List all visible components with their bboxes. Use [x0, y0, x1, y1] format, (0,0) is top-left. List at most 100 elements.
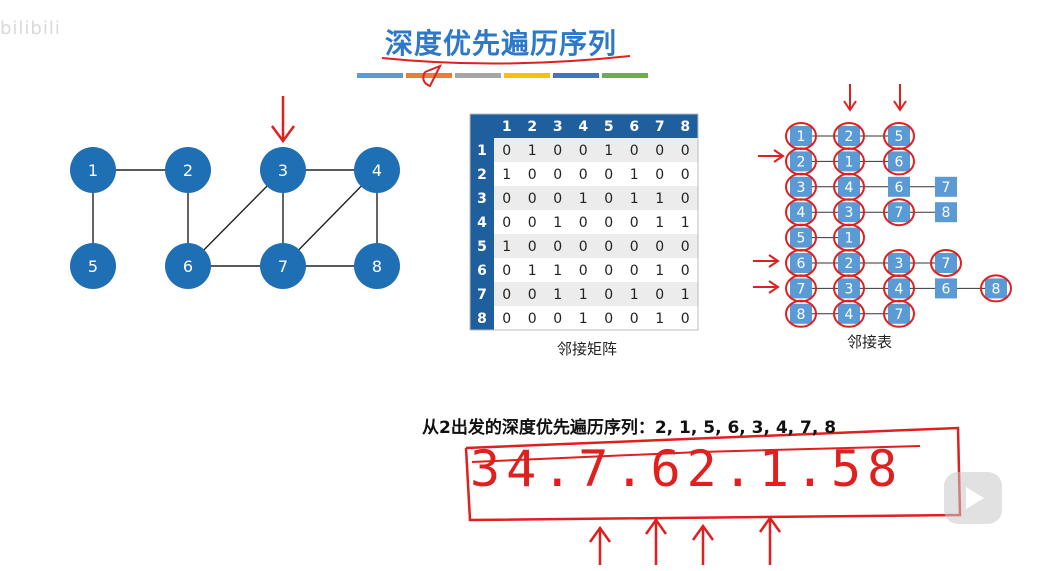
- list-node-label: 2: [845, 256, 854, 272]
- matrix-cell: 0: [681, 311, 690, 327]
- annotation-line: [471, 445, 921, 463]
- list-node: [888, 126, 910, 146]
- adjlist-caption: 邻接表: [847, 333, 893, 351]
- matrix-rowheader-bg: [470, 114, 494, 330]
- matrix-row-header: 5: [477, 239, 487, 255]
- matrix-cell: 1: [681, 215, 690, 231]
- matrix-row-header: 1: [477, 143, 487, 159]
- matrix-cell: 0: [604, 287, 613, 303]
- annotation-circle: [883, 147, 915, 176]
- matrix-row: [494, 210, 698, 234]
- list-node: [935, 202, 957, 223]
- color-bar-segment: [504, 73, 550, 78]
- matrix-cell: 0: [630, 215, 639, 231]
- list-node: [838, 253, 860, 273]
- arrow-icon: [588, 525, 612, 565]
- list-node-label: 6: [942, 281, 951, 297]
- arrow-icon: [753, 280, 780, 294]
- matrix-cell: 1: [502, 239, 511, 255]
- matrix-cell: 0: [655, 239, 664, 255]
- arrow-icon: [843, 84, 857, 112]
- list-node: [838, 303, 860, 324]
- matrix-row-header: 2: [477, 167, 487, 183]
- matrix-cell: 1: [528, 263, 537, 279]
- sequence-text: 从2出发的深度优先遍历序列：2, 1, 5, 6, 3, 4, 7, 8: [422, 418, 837, 438]
- matrix-cell: 0: [502, 215, 511, 231]
- annotation-circle: [833, 299, 865, 328]
- list-node: [888, 176, 910, 197]
- matrix-caption: 邻接矩阵: [557, 340, 618, 358]
- matrix-cell: 1: [604, 143, 613, 159]
- list-node: [838, 176, 860, 197]
- matrix-cell: 0: [502, 311, 511, 327]
- matrix-row: [494, 162, 698, 186]
- play-button-icon[interactable]: [944, 472, 1002, 524]
- matrix-cell: 0: [655, 167, 664, 183]
- list-node-label: 4: [845, 180, 854, 196]
- matrix-cell: 0: [604, 263, 613, 279]
- matrix-cell: 0: [553, 239, 562, 255]
- matrix-cell: 0: [502, 287, 511, 303]
- annotation-underline: [381, 55, 631, 88]
- graph-node: [260, 243, 306, 289]
- matrix-cell: 1: [630, 191, 639, 207]
- matrix-col-header: 1: [502, 119, 512, 135]
- list-node: [838, 202, 860, 223]
- list-node: [790, 253, 812, 273]
- color-bar-segment: [553, 73, 599, 78]
- matrix-cell: 0: [630, 143, 639, 159]
- list-node: [838, 126, 860, 146]
- matrix-cell: 0: [553, 311, 562, 327]
- list-node-label: 5: [797, 231, 806, 247]
- matrix-cell: 0: [579, 215, 588, 231]
- list-node: [790, 303, 812, 324]
- list-node-label: 3: [895, 256, 904, 272]
- graph-node-label: 6: [183, 257, 193, 276]
- list-node-label: 2: [797, 154, 806, 170]
- graph-node: [260, 147, 306, 193]
- page-title: 深度优先遍历序列: [385, 27, 618, 60]
- list-node: [888, 278, 910, 299]
- matrix-cell: 0: [604, 311, 613, 327]
- matrix-cell: 0: [604, 191, 613, 207]
- list-node-label: 5: [895, 129, 904, 145]
- color-bar-segment: [406, 73, 452, 78]
- matrix-cell: 0: [655, 143, 664, 159]
- arrow-icon: [691, 523, 715, 565]
- list-node: [790, 176, 812, 197]
- list-node-label: 3: [797, 180, 806, 196]
- matrix-cell: 1: [655, 263, 664, 279]
- graph-node: [165, 147, 211, 193]
- matrix-cell: 0: [604, 215, 613, 231]
- matrix-col-header: 6: [629, 119, 639, 135]
- matrix-cell: 0: [681, 143, 690, 159]
- matrix-cell: 1: [502, 167, 511, 183]
- matrix-row-header: 4: [477, 215, 487, 231]
- matrix-cell: 1: [630, 287, 639, 303]
- graph-node: [165, 243, 211, 289]
- matrix-row-header: 6: [477, 263, 487, 279]
- matrix-cell: 0: [579, 263, 588, 279]
- color-bar-segment: [455, 73, 501, 78]
- list-node: [838, 278, 860, 299]
- arrow-icon: [270, 96, 296, 144]
- matrix-cell: 0: [528, 167, 537, 183]
- list-node-label: 7: [895, 205, 904, 221]
- list-node-label: 6: [895, 180, 904, 196]
- matrix-cell: 0: [553, 167, 562, 183]
- list-node: [985, 278, 1007, 299]
- list-node-label: 8: [797, 307, 806, 323]
- matrix-cell: 0: [630, 311, 639, 327]
- matrix-cell: 0: [604, 167, 613, 183]
- matrix-row: [494, 306, 698, 330]
- color-bar-segment: [357, 73, 403, 78]
- graph-node-label: 4: [372, 161, 382, 180]
- watermark: bilibili: [0, 18, 61, 39]
- annotation-circle: [980, 274, 1012, 303]
- matrix-cell: 0: [604, 239, 613, 255]
- matrix-cell: 1: [553, 263, 562, 279]
- list-node-label: 6: [797, 256, 806, 272]
- matrix-col-header: 7: [655, 119, 665, 135]
- list-node: [935, 176, 957, 197]
